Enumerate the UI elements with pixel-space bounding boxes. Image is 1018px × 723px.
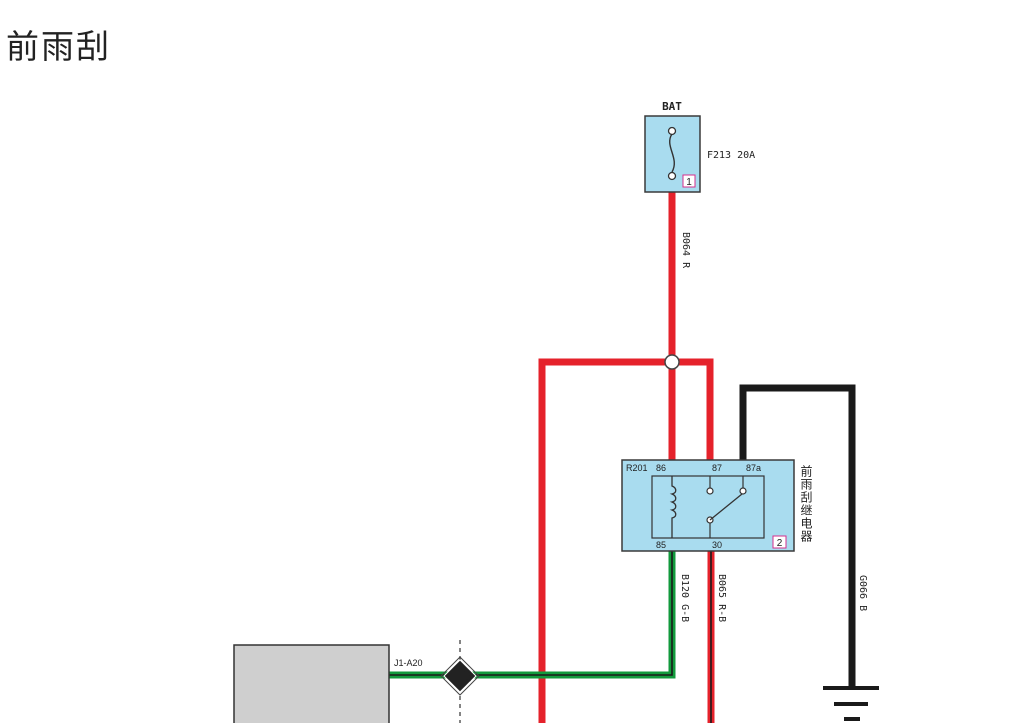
wire-red-left-branch	[538, 358, 714, 723]
relay-r201[interactable]: R201 86 87 87a 85 30 2	[621, 459, 795, 552]
pin-86: 86	[656, 463, 666, 473]
pin-87: 87	[712, 463, 722, 473]
junction-connector[interactable]: S2	[440, 656, 480, 696]
wire-label-g066: G066 B	[857, 575, 868, 611]
module-pin-label: J1-A20	[394, 658, 423, 668]
wire-g066	[739, 384, 856, 688]
contact-87a-icon	[739, 487, 747, 495]
fuse-element-icon	[669, 133, 675, 173]
relay-inner-frame	[651, 475, 765, 539]
fuse-label: F213 20A	[707, 150, 755, 161]
wire-b120	[389, 551, 676, 679]
junction-label: S2	[461, 670, 472, 683]
junction-diamond-border	[440, 656, 480, 696]
relay-name: 前雨刮继电器	[799, 464, 813, 543]
splice-point	[664, 354, 680, 370]
contact-87-icon	[706, 487, 714, 495]
fuse-f213[interactable]: 1	[644, 115, 701, 193]
wire-label-b064: B064 R	[680, 232, 691, 269]
relay-box	[621, 459, 795, 552]
pin-85: 85	[656, 540, 666, 550]
fuse-connector-number: 1	[686, 177, 692, 188]
relay-id: R201	[626, 463, 648, 473]
relay-connector-badge	[772, 535, 787, 549]
wire-b120-stripe	[389, 551, 673, 676]
fuse-terminal-top	[667, 126, 677, 136]
fuse-terminal-bottom	[667, 171, 677, 181]
bat-label: BAT	[662, 100, 682, 113]
control-module[interactable]	[233, 644, 390, 723]
junction-diamond-icon	[443, 659, 477, 693]
pin-87a: 87a	[746, 463, 761, 473]
wire-label-b065: B065 R-B	[716, 574, 727, 622]
fuse-connector-badge	[682, 174, 696, 188]
page-title: 前雨刮	[6, 27, 111, 66]
ground-icon	[823, 686, 879, 721]
switch-arm-icon	[709, 493, 743, 521]
coil-icon	[669, 476, 677, 538]
wire-label-b120: B120 G-B	[679, 574, 690, 622]
pin-30: 30	[712, 540, 722, 550]
relay-connector-number: 2	[777, 538, 783, 549]
